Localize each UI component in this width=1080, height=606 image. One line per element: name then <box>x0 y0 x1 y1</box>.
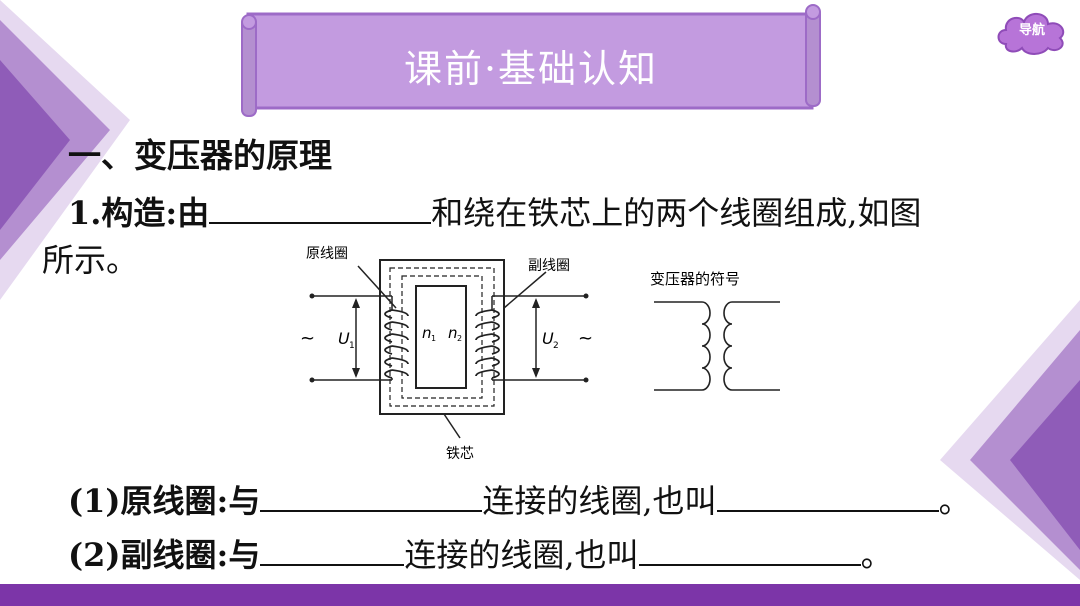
sub2-line: (2)副线圈:与 连接的线圈,也叫 。 <box>68 534 893 575</box>
sub2-end: 。 <box>860 536 893 574</box>
page-title: 课前·基础认知 <box>403 47 659 91</box>
decorative-triangle-right <box>940 300 1080 580</box>
ac-symbol-right: ~ <box>578 328 593 349</box>
answer-blank-primary-name <box>716 480 939 512</box>
item1-line: 1.构造:由 和绕在铁芯上的两个线圈组成,如图 <box>68 192 921 233</box>
decorative-triangle-left <box>0 0 130 300</box>
sub1-line: (1)原线圈:与 连接的线圈,也叫 。 <box>68 480 971 521</box>
u1-subscript: 1 <box>349 341 355 351</box>
sub1-end: 。 <box>938 482 971 520</box>
answer-blank-secondary-load <box>260 534 405 566</box>
ac-symbol-left: ~ <box>300 328 315 349</box>
primary-coil-label: 原线圈 <box>306 246 348 262</box>
title-banner <box>241 4 821 117</box>
u1-label: U <box>338 329 350 348</box>
section-heading: 一、变压器的原理 <box>68 136 332 175</box>
transformer-symbol: 变压器的符号 <box>650 270 780 391</box>
nav-button[interactable] <box>992 6 1072 56</box>
n1-subscript: 1 <box>431 334 436 343</box>
u2-label: U <box>542 329 554 348</box>
answer-blank-core <box>209 192 432 224</box>
item1-suffix: 和绕在铁芯上的两个线圈组成,如图 <box>431 194 922 232</box>
bottom-bar <box>0 584 1080 606</box>
item1-continuation: 所示。 <box>42 241 139 279</box>
symbol-caption: 变压器的符号 <box>650 270 740 288</box>
sub1-prefix: (1)原线圈:与 <box>68 482 261 520</box>
n2-label: n <box>448 324 458 342</box>
sub2-mid: 连接的线圈,也叫 <box>404 536 639 574</box>
transformer-diagram: 原线圈 副线圈 铁芯 ~ ~ U 1 U 2 n 1 n 2 <box>300 246 593 462</box>
core-label: 铁芯 <box>446 446 474 462</box>
n1-label: n <box>422 324 432 342</box>
answer-blank-secondary-name <box>638 534 861 566</box>
answer-blank-primary-source <box>260 480 483 512</box>
item1-prefix: 1.构造:由 <box>68 194 210 232</box>
sub2-prefix: (2)副线圈:与 <box>68 536 261 574</box>
sub1-mid: 连接的线圈,也叫 <box>482 482 717 520</box>
secondary-coil-label: 副线圈 <box>528 258 570 274</box>
u2-subscript: 2 <box>553 341 559 351</box>
n2-subscript: 2 <box>457 334 462 343</box>
